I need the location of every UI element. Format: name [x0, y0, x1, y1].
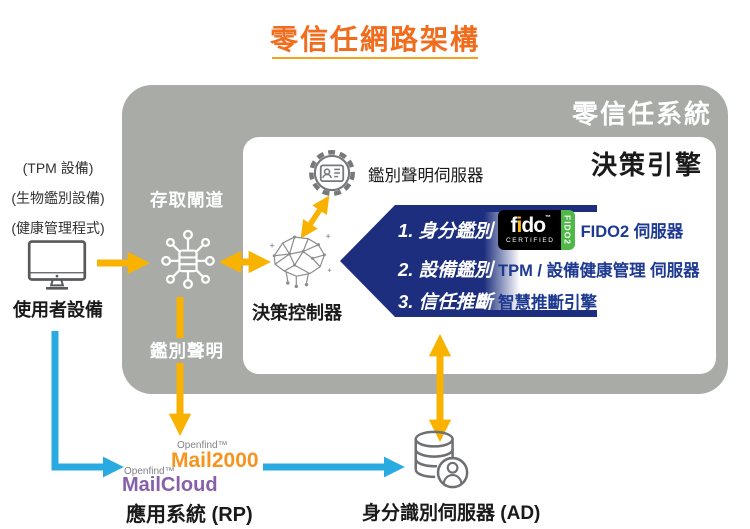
inference-engine-label: 智慧推斷引擎	[498, 294, 597, 312]
mailcloud-logo: MailCloud	[122, 474, 218, 496]
page-title: 零信任網路架構	[269, 24, 480, 55]
fido-logo-black-badge: fido™ CERTIFIED	[498, 210, 561, 250]
step-device-label: 2. 設備鑑別	[398, 259, 493, 280]
note-tpm: (TPM 設備)	[22, 160, 94, 176]
step-trust-label: 3. 信任推斷	[398, 291, 493, 312]
assertion-server-label: 鑑別聲明伺服器	[368, 167, 484, 185]
arrow-device-to-app	[51, 331, 124, 478]
assertion-flow-label: 鑑別聲明	[146, 338, 228, 363]
access-gateway-label: 存取閘道	[150, 190, 224, 210]
decision-engine-title: 決策引擎	[591, 150, 704, 180]
app-system-rp-label: 應用系統 (RP)	[126, 504, 253, 526]
note-health: (健康管理程式)	[11, 220, 105, 236]
openfind-brand-mailcloud: Openfind™	[124, 466, 175, 477]
fido-certified-logo: fido™ CERTIFIED FIDO2	[498, 210, 575, 250]
identity-server-database-icon	[414, 430, 469, 489]
identity-server-ad-label: 身分識別伺服器 (AD)	[362, 503, 541, 524]
access-gateway-hub-icon	[161, 229, 215, 289]
step-row-trust: 3. 信任推斷 智慧推斷引擎	[398, 286, 720, 316]
fido-i-person: i	[516, 213, 523, 237]
user-device-label: 使用者設備	[13, 300, 103, 320]
tpm-server-label: TPM / 設備健康管理 伺服器	[498, 262, 700, 280]
openfind-brand-mail2000: Openfind™	[177, 440, 228, 451]
note-biometric: (生物鑑別設備)	[11, 190, 105, 206]
fido-certified-text: CERTIFIED	[506, 236, 555, 244]
zero-trust-system-label: 零信任系統	[571, 99, 712, 129]
device-capability-notes: (TPM 設備) (生物鑑別設備) (健康管理程式)	[0, 153, 116, 243]
fido2-server-label: FIDO2 伺服器	[580, 223, 684, 241]
fido2-green-tab: FIDO2	[560, 210, 575, 250]
assertion-server-gear-icon	[309, 150, 355, 196]
policy-steps: 1. 身分鑑別 fido™ CERTIFIED FIDO2 FIDO2 伺服器 …	[398, 206, 720, 318]
decision-controller-label: 決策控制器	[252, 303, 342, 323]
user-device-monitor-icon	[27, 240, 87, 290]
mail2000-logo: Mail2000	[171, 449, 259, 472]
title-underline	[272, 57, 478, 59]
step-identity-label: 1. 身分鑑別	[398, 220, 493, 241]
step-row-device: 2. 設備鑑別 TPM / 設備健康管理 伺服器	[398, 254, 720, 284]
decision-controller-neural-icon	[269, 234, 332, 289]
step-row-identity: 1. 身分鑑別 fido™ CERTIFIED FIDO2 FIDO2 伺服器	[398, 208, 720, 252]
